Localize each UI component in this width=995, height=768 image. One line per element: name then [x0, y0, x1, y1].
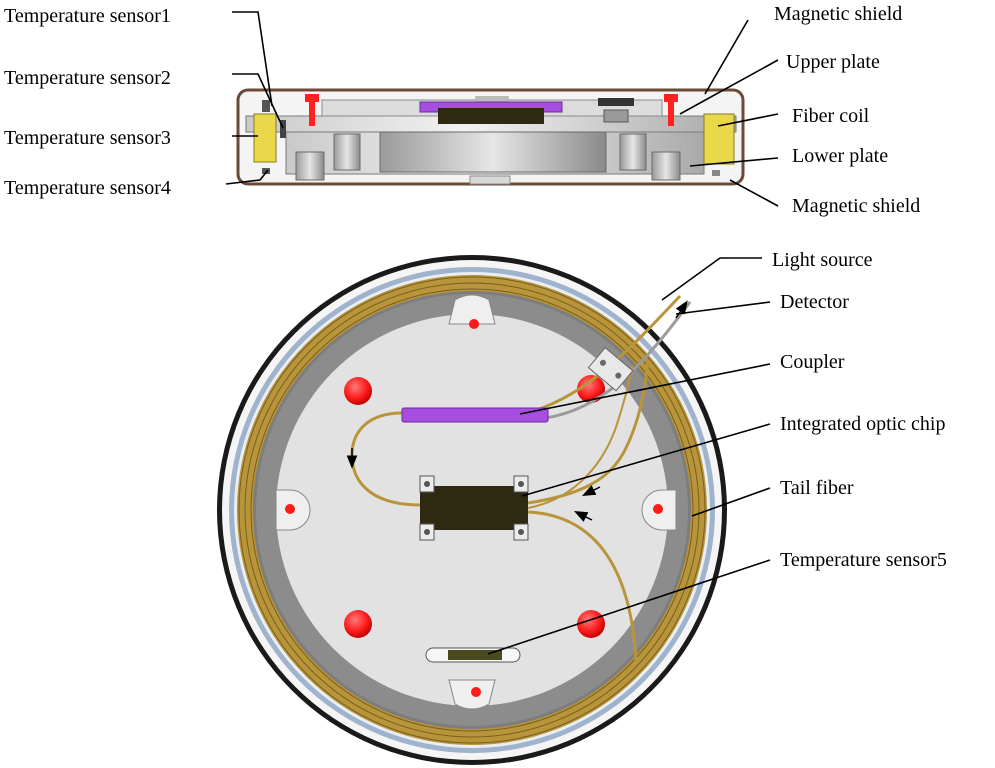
leader-light-source [661, 257, 762, 301]
leader-coupler [519, 363, 771, 415]
red-screw-bottom-left [344, 610, 372, 638]
fiber-coil-left [253, 113, 277, 163]
label-magnetic-shield-top: Magnetic shield [774, 3, 902, 25]
leader-tail-fiber [691, 487, 771, 517]
leader-upper-plate [679, 59, 779, 115]
leader-temperature-sensor-5 [487, 559, 771, 655]
leader-magnetic-shield-top [704, 19, 749, 95]
label-fiber-coil: Fiber coil [792, 105, 870, 127]
fiber-coil-right [703, 113, 735, 165]
label-temperature-sensor-5: Temperature sensor5 [780, 549, 947, 571]
cross-section-view [236, 88, 745, 186]
label-lower-plate: Lower plate [792, 145, 888, 167]
mounting-tab-left [275, 489, 311, 531]
label-tail-fiber: Tail fiber [780, 477, 854, 499]
leader-integrated-optic-chip [521, 423, 771, 497]
leader-magnetic-shield-bottom [729, 179, 779, 207]
label-light-source: Light source [772, 249, 873, 271]
red-screw-top-left [344, 377, 372, 405]
chip-section [438, 108, 544, 124]
red-screw-bottom-right [577, 610, 605, 638]
temperature-sensor-5 [448, 650, 502, 660]
label-integrated-optic-chip: Integrated optic chip [780, 413, 946, 435]
mounting-tab-bottom [448, 679, 496, 710]
leader-lower-plate [689, 157, 779, 167]
mounting-tab-top [448, 294, 496, 329]
integrated-optic-chip [419, 475, 529, 541]
label-temperature-sensor-1: Temperature sensor1 [4, 5, 171, 27]
central-drum [379, 131, 607, 173]
fiber-connector [587, 347, 634, 392]
fiber-chip-right-lower [527, 510, 638, 661]
label-upper-plate: Upper plate [786, 51, 880, 73]
label-temperature-sensor-2: Temperature sensor2 [4, 67, 171, 89]
red-screw-top-right [577, 375, 605, 403]
label-magnetic-shield-bottom: Magnetic shield [792, 195, 920, 217]
label-coupler: Coupler [780, 351, 845, 373]
leader-lines [225, 11, 779, 655]
red-screw-right [664, 94, 678, 126]
labels: Temperature sensor1 Temperature sensor2 … [4, 3, 947, 571]
leader-temperature-sensor-4 [225, 169, 269, 185]
top-view [217, 255, 727, 765]
leader-temperature-sensor-2 [232, 73, 284, 129]
label-temperature-sensor-4: Temperature sensor4 [4, 177, 171, 199]
leader-fiber-coil [717, 113, 779, 127]
label-temperature-sensor-3: Temperature sensor3 [4, 127, 171, 149]
red-screw-left [305, 94, 319, 126]
coupler-body [401, 407, 549, 423]
label-detector: Detector [780, 291, 849, 313]
leader-detector [675, 301, 771, 315]
mounting-tab-right [641, 489, 677, 531]
leader-temperature-sensor-1 [232, 11, 273, 107]
